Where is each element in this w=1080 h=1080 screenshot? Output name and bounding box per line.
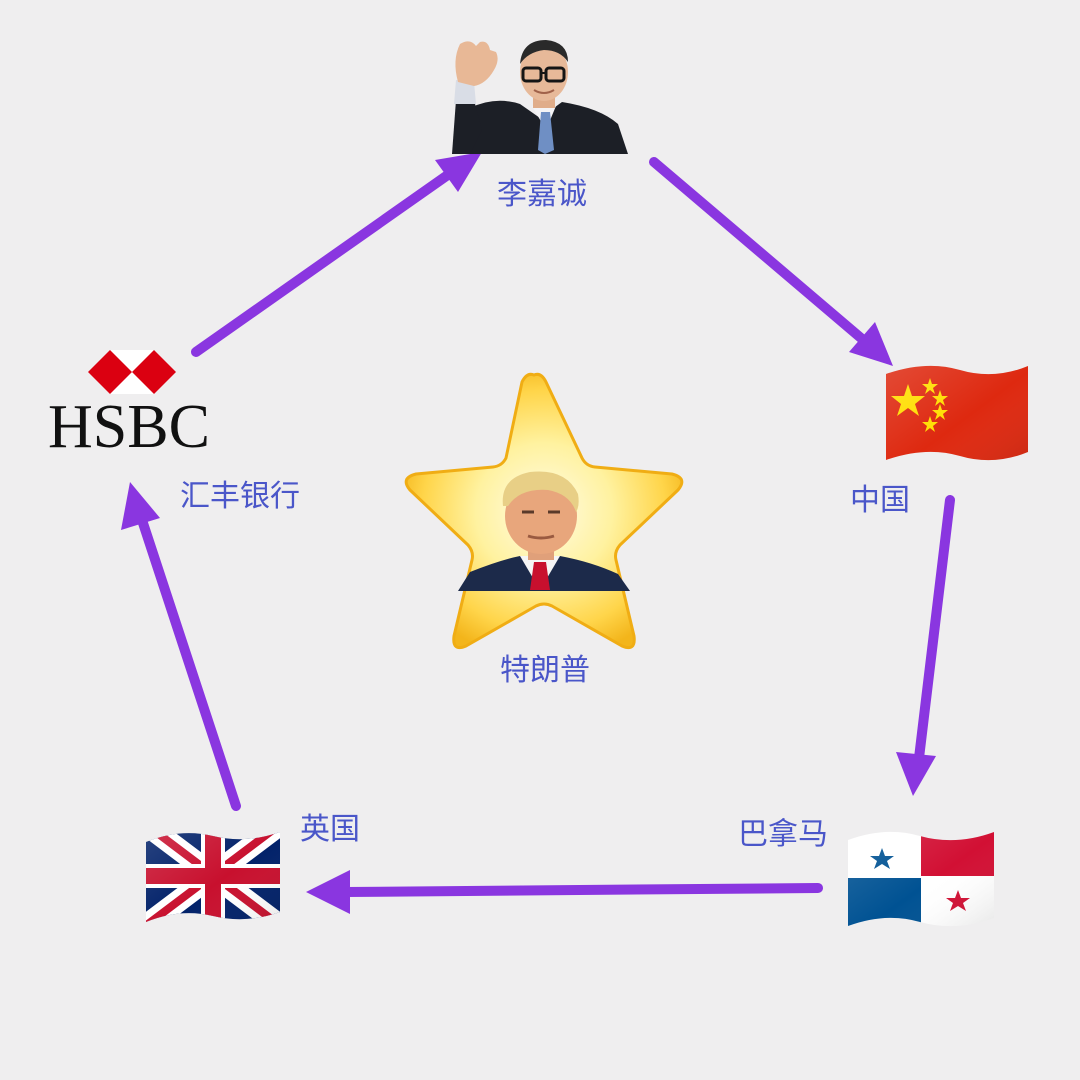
label-li-ka-shing: 李嘉诚 [497,177,587,212]
label-uk: 英国 [300,812,360,847]
arrow-panama-to-uk [306,870,823,914]
person-portrait-photo [458,471,630,591]
label-panama: 巴拿马 [738,817,828,852]
panama-flag-icon [848,831,994,927]
arrow-likashing-to-china [649,157,893,366]
person-waving-photo [452,40,628,154]
arrow-china-to-panama [896,495,955,796]
arrow-uk-to-hsbc [121,482,241,811]
uk-flag-icon [146,832,280,922]
label-china: 中国 [850,483,910,518]
china-flag-icon [886,365,1028,461]
edges [121,152,955,914]
hsbc-logo-text: HSBC [48,393,210,461]
hsbc-hexagon-logo-icon [88,350,176,394]
arrow-hsbc-to-likashing [191,152,482,357]
label-trump: 特朗普 [500,653,590,688]
label-hsbc: 汇丰银行 [180,479,300,514]
